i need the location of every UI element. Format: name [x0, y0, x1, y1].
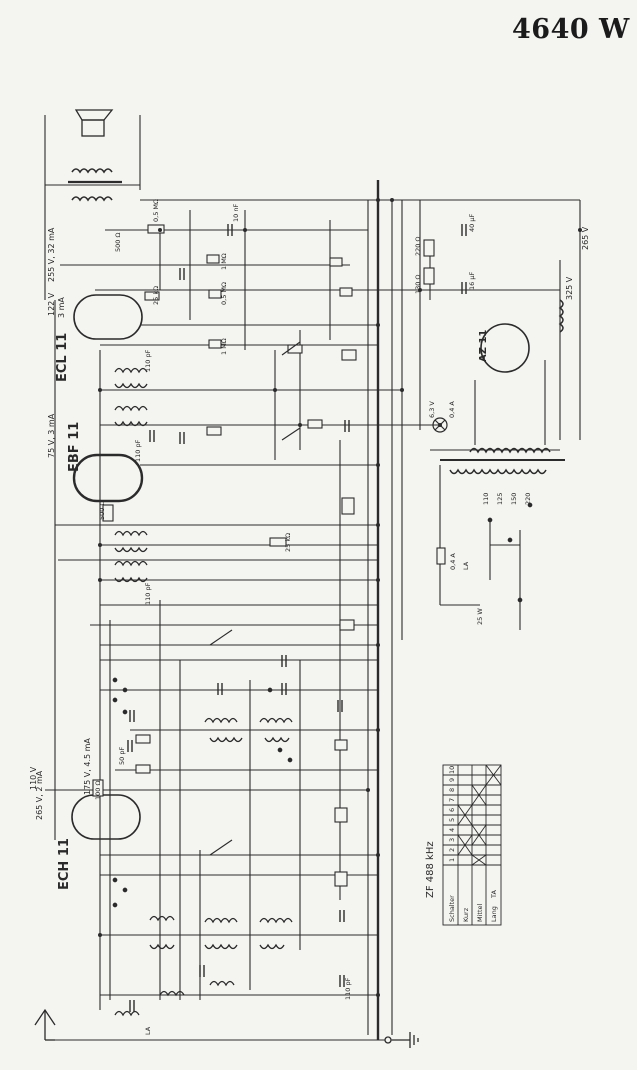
- label-ebf11: EBF 11: [67, 422, 82, 472]
- table-header-col: 9: [448, 778, 456, 782]
- component-label: 130 Ω: [414, 275, 422, 294]
- component-label: LA: [462, 561, 470, 570]
- output-transformer: [68, 168, 122, 202]
- table-header-col: 10: [448, 766, 456, 774]
- component-label: 6,3 V: [428, 401, 436, 418]
- component-label: 110 pF: [144, 349, 152, 372]
- switch-contacts: [112, 502, 533, 908]
- table-header-col: 6: [448, 808, 456, 812]
- pilot-lamp-icon: [432, 417, 448, 433]
- component-label: 500 Ω: [114, 233, 122, 252]
- component-label: 16 µF: [468, 272, 476, 290]
- component-label: 25 kΩ: [152, 286, 160, 305]
- capacitors: [127, 224, 467, 1012]
- tube-az11: [480, 323, 530, 373]
- table-header-col: 3: [448, 838, 456, 842]
- voltage-label-4: 75 V, 3 mA: [47, 413, 56, 458]
- table-row-label: Mittel: [476, 903, 484, 922]
- loudspeaker-icon: [74, 109, 114, 137]
- voltage-label-8: 265 V: [581, 226, 590, 250]
- table-row-label: Lang: [490, 906, 498, 922]
- table-header-col: 2: [448, 848, 456, 852]
- voltage-label-2: 3 mA: [57, 297, 66, 318]
- component-label: 0,4 A: [448, 401, 456, 418]
- component-label: 220: [524, 493, 532, 505]
- model-title: 4640 W: [512, 14, 630, 45]
- label-ecl11: ECL 11: [55, 333, 70, 382]
- table-row-label: TA: [490, 890, 498, 899]
- voltage-label-6: 175 V, 4.5 mA: [83, 738, 92, 795]
- component-label: 25 W: [476, 608, 484, 625]
- component-label: 500 Ω: [98, 501, 106, 520]
- component-label: 110: [482, 493, 490, 505]
- component-label: 0,4 A: [449, 553, 457, 570]
- component-label: 0,5 MΩ: [220, 282, 228, 305]
- component-label: 25 kΩ: [284, 533, 292, 552]
- coils: [114, 367, 293, 1017]
- voltage-label-1: 255 V, 32 mA: [47, 227, 56, 282]
- table-row-label: Kurz: [462, 907, 470, 922]
- component-label: LA: [144, 1026, 152, 1035]
- voltage-label-3: 122 V: [47, 292, 56, 316]
- component-label: 220 Ω: [414, 237, 422, 256]
- resistors: [92, 224, 446, 887]
- voltage-label-5: 265 V, 2 mA: [35, 770, 44, 820]
- component-label: 100 Ω: [94, 781, 102, 800]
- component-label: 110 pF: [134, 439, 142, 462]
- table-header-col: 4: [448, 828, 456, 832]
- component-label: 150: [510, 493, 518, 505]
- component-label: 1 MΩ: [220, 338, 228, 355]
- tube-ebf11: [72, 453, 144, 503]
- tube-ech11: [71, 794, 141, 840]
- label-az11: AZ 11: [478, 330, 489, 362]
- tube-ecl11: [73, 294, 143, 340]
- component-label: 110 pF: [144, 582, 152, 605]
- table-caption: ZF 488 kHz: [425, 841, 436, 898]
- table-header-col: 5: [448, 818, 456, 822]
- tuning-capacitors: [209, 341, 301, 856]
- table-header-col: 7: [448, 798, 456, 802]
- junction-dots: [98, 198, 582, 997]
- component-label: 50 pF: [118, 747, 126, 765]
- component-label: 110 pF: [344, 977, 352, 1000]
- switch-table: Schalter 1 2 3 4 5 6 7 8 9 10 Kurz Mitte…: [425, 764, 502, 926]
- table-header-schalter: Schalter: [448, 895, 456, 922]
- table-header-col: 8: [448, 788, 456, 792]
- label-ech11: ECH 11: [57, 838, 72, 890]
- power-transformer: [440, 299, 565, 475]
- component-label: 10 nF: [232, 204, 240, 222]
- component-label: 1 MΩ: [220, 253, 228, 270]
- component-label: 0,5 MΩ: [152, 199, 160, 222]
- component-label: 125: [496, 493, 504, 505]
- antenna-icon: [34, 1008, 56, 1041]
- voltage-label-9: 325 V: [565, 276, 574, 300]
- ground-icon: [384, 1032, 419, 1048]
- table-header-col: 1: [448, 858, 456, 862]
- component-label: 40 µF: [468, 214, 476, 232]
- voltage-label-7: 110 V: [29, 766, 38, 790]
